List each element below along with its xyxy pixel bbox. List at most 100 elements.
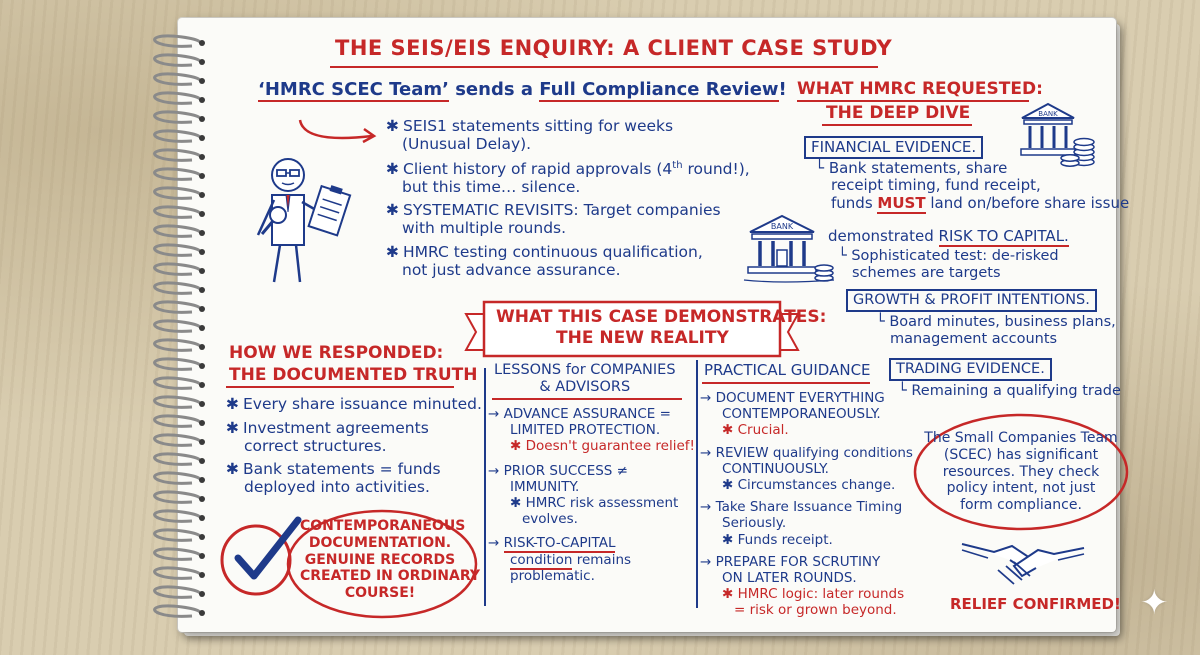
guidance-4: → PREPARE FOR SCRUTINY — [700, 553, 881, 570]
spiral-coil — [153, 452, 202, 466]
spiral-coil — [153, 53, 202, 67]
banner-line-1: WHAT THIS CASE DEMONSTRATES: — [496, 307, 827, 327]
spiral-hole — [199, 78, 205, 84]
responded-point-2: ✱Investment agreements — [226, 418, 429, 437]
spiral-hole — [199, 192, 205, 198]
spiral-coil — [153, 148, 202, 162]
spiral-hole — [199, 306, 205, 312]
spiral-coil — [153, 34, 202, 48]
arrow-right-icon: → — [488, 462, 500, 479]
spiral-coil — [153, 566, 202, 580]
responded-heading-1: HOW WE RESPONDED: — [229, 343, 444, 363]
guidance-items: → DOCUMENT EVERYTHING CONTEMPORANEOUSLY.… — [700, 390, 913, 619]
spiral-coil — [153, 509, 202, 523]
intro-point-2: ✱Client history of rapid approvals (4th … — [386, 159, 750, 178]
bullet-star-icon: ✱ — [386, 159, 399, 178]
guidance-heading-underline — [702, 382, 870, 384]
arrow-right-icon: → — [700, 553, 712, 570]
intro-point-1b: (Unusual Delay). — [402, 134, 532, 153]
spiral-coil — [153, 338, 202, 352]
guidance-heading: PRACTICAL GUIDANCE — [704, 361, 871, 379]
spiral-coil — [153, 395, 202, 409]
bank-label: BANK — [771, 222, 794, 231]
spiral-coil — [153, 205, 202, 219]
spiral-coil — [153, 110, 202, 124]
financial-evidence-details: └ Bank statements, share receipt timing,… — [815, 159, 1129, 214]
bullet-star-icon: ✱ — [226, 395, 239, 413]
spiral-hole — [199, 496, 205, 502]
spiral-hole — [199, 173, 205, 179]
spiral-hole — [199, 59, 205, 65]
requested-heading-1: WHAT HMRC REQUESTED: — [797, 79, 1043, 99]
spiral-hole — [199, 515, 205, 521]
relief-confirmed: RELIEF CONFIRMED! — [950, 595, 1121, 613]
bullet-star-icon: ✱ — [510, 494, 522, 511]
risk-to-capital-line: demonstrated RISK TO CAPITAL. — [828, 227, 1069, 247]
spiral-hole — [199, 211, 205, 217]
sparkle-icon: ✦ — [1140, 583, 1169, 623]
trading-details: └ Remaining a qualifying trade — [898, 383, 1121, 399]
intro-point-3b: with multiple rounds. — [402, 219, 567, 238]
intro-point-1: ✱SEIS1 statements sitting for weeks — [386, 117, 674, 135]
lessons-heading: LESSONS for COMPANIES & ADVISORS — [494, 362, 676, 395]
responded-point-1: ✱Every share issuance minuted. — [226, 395, 482, 413]
spiral-hole — [199, 154, 205, 160]
bullet-star-icon: ✱ — [386, 243, 399, 262]
spiral-hole — [199, 287, 205, 293]
spiral-hole — [199, 230, 205, 236]
requested-underline-2 — [822, 124, 972, 126]
spiral-coil — [153, 186, 202, 200]
spiral-coil — [153, 91, 202, 105]
spiral-coil — [153, 357, 202, 371]
spiral-coil — [153, 585, 202, 599]
risk-details: └ Sophisticated test: de-risked schemes … — [838, 248, 1059, 281]
ribbon-banner — [464, 300, 800, 358]
spiral-hole — [199, 610, 205, 616]
guidance-1: → DOCUMENT EVERYTHING — [700, 390, 885, 406]
intro-points: ✱SEIS1 statements sitting for weeks (Unu… — [386, 117, 750, 280]
bank-label: BANK — [1038, 110, 1058, 118]
bank-building-icon: BANK — [743, 214, 835, 283]
bullet-star-icon: ✱ — [722, 476, 734, 493]
checkmark-icon — [220, 516, 302, 596]
red-star-icon: ✱ — [722, 422, 734, 439]
financial-line-1: └ Bank statements, share — [815, 159, 1008, 177]
spiral-hole — [199, 477, 205, 483]
responded-point-3b: deployed into activities. — [244, 478, 430, 497]
spiral-binding — [153, 34, 205, 618]
arrow-right-icon: → — [488, 406, 500, 422]
spiral-hole — [199, 534, 205, 540]
spiral-coil — [153, 414, 202, 428]
arrow-right-icon: → — [700, 390, 712, 406]
spiral-hole — [199, 439, 205, 445]
title-underline — [330, 66, 878, 68]
sender-name: ‘HMRC SCEC Team’ — [258, 79, 449, 102]
trading-evidence-label: TRADING EVIDENCE. — [889, 358, 1052, 381]
spiral-hole — [199, 116, 205, 122]
documentation-oval-text: CONTEMPORANEOUS DOCUMENTATION. GENUINE R… — [300, 518, 480, 602]
requested-underline-1 — [797, 100, 1029, 102]
spiral-coil — [153, 300, 202, 314]
intro-point-3: ✱SYSTEMATIC REVISITS: Target companies — [386, 201, 721, 220]
spiral-hole — [199, 553, 205, 559]
sends-text: sends a — [455, 79, 533, 100]
spiral-coil — [153, 129, 202, 143]
curved-arrow-icon — [298, 119, 377, 144]
growth-details: └ Board minutes, business plans, managem… — [876, 314, 1116, 347]
inspector-figure-icon — [256, 158, 352, 283]
bullet-star-icon: ✱ — [386, 117, 399, 135]
documentation-oval — [286, 509, 478, 619]
intro-point-2b: but this time… silence. — [402, 177, 581, 196]
lessons-items: → ADVANCE ASSURANCE = LIMITED PROTECTION… — [488, 406, 695, 584]
bullet-star-icon: ✱ — [226, 460, 239, 479]
growth-line-1: └ Board minutes, business plans, — [876, 314, 1116, 330]
banner-line-2: THE NEW REALITY — [556, 328, 729, 348]
risk-line-2: schemes are targets — [852, 264, 1001, 281]
spiral-hole — [199, 382, 205, 388]
spiral-coil — [153, 604, 202, 618]
financial-line-2: receipt timing, fund receipt, — [831, 176, 1041, 195]
spiral-coil — [153, 224, 202, 238]
requested-heading-2: THE DEEP DIVE — [826, 103, 971, 123]
risk-line-1: └ Sophisticated test: de-risked — [838, 248, 1059, 264]
spiral-coil — [153, 547, 202, 561]
